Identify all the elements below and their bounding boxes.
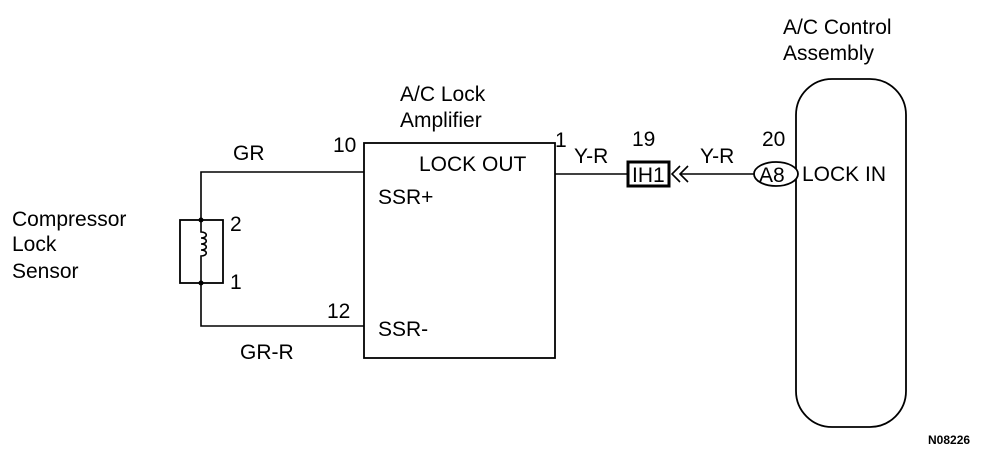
compressor-lock-sensor: Compressor Lock Sensor 2 1 bbox=[12, 208, 242, 294]
control-title-line-2: Assembly bbox=[783, 42, 875, 65]
control-lock-in-label: LOCK IN bbox=[802, 163, 886, 186]
connector-ih1: 19 IH1 bbox=[626, 128, 689, 188]
lock-in-wiring: Y-R bbox=[680, 145, 755, 175]
wire-y-r-left-label: Y-R bbox=[574, 145, 608, 168]
sensor-name-line-1: Compressor bbox=[12, 208, 126, 231]
sensor-pin-top: 2 bbox=[230, 213, 242, 236]
amplifier-ssr-minus-label: SSR- bbox=[378, 318, 428, 341]
amplifier-title-line-1: A/C Lock bbox=[400, 83, 486, 106]
lock-out-wiring: Y-R bbox=[555, 145, 628, 175]
figure-code: N08226 bbox=[928, 433, 970, 447]
amplifier-ssr-plus-label: SSR+ bbox=[378, 186, 433, 209]
connector-chevron-icon bbox=[670, 165, 681, 183]
amplifier-title-line-2: Amplifier bbox=[400, 109, 482, 132]
connector-a8-oval bbox=[753, 161, 799, 187]
control-title-line-1: A/C Control bbox=[783, 16, 892, 39]
ac-control-assembly: A/C Control Assembly 20 A8 LOCK IN bbox=[753, 16, 907, 428]
amplifier-pin-1: 1 bbox=[555, 129, 567, 152]
connector-ih1-pin: 19 bbox=[632, 128, 655, 151]
ac-lock-amplifier: A/C Lock Amplifier 10 12 1 SSR+ SSR- LOC… bbox=[327, 83, 567, 359]
amplifier-lock-out-label: LOCK OUT bbox=[419, 153, 527, 176]
sensor-name-line-3: Sensor bbox=[12, 260, 79, 283]
connector-a8-code: A8 bbox=[759, 164, 785, 187]
amplifier-pin-12: 12 bbox=[327, 300, 350, 323]
connector-ih1-box bbox=[626, 160, 671, 188]
wire-gr-r-label: GR-R bbox=[240, 341, 294, 364]
control-body bbox=[795, 78, 907, 428]
sensor-coil-icon bbox=[200, 220, 208, 283]
connector-a8-pin: 20 bbox=[762, 128, 785, 151]
amplifier-pin-10: 10 bbox=[333, 134, 356, 157]
wire-gr bbox=[200, 171, 364, 220]
wire-gr-r bbox=[200, 283, 364, 327]
wire-y-r-right-label: Y-R bbox=[700, 145, 734, 168]
sensor-wiring: GR GR-R bbox=[200, 142, 364, 364]
sensor-name-line-2: Lock bbox=[12, 233, 57, 256]
wire-gr-label: GR bbox=[233, 142, 265, 165]
amplifier-body bbox=[363, 142, 556, 359]
sensor-pin-bottom: 1 bbox=[230, 271, 242, 294]
connector-ih1-code: IH1 bbox=[632, 164, 665, 187]
